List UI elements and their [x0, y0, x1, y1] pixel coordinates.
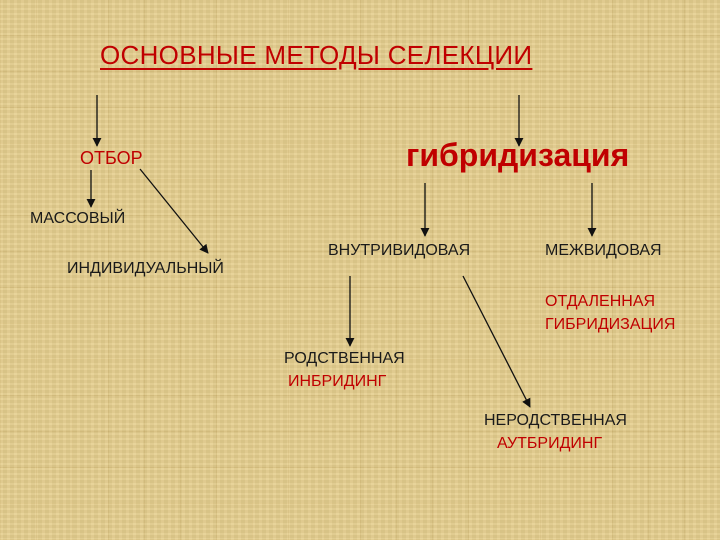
node-vnutrividovaya: ВНУТРИВИДОВАЯ [328, 242, 471, 259]
node-rodstvennaya: РОДСТВЕННАЯ [284, 350, 405, 367]
diagram-title: ОСНОВНЫЕ МЕТОДЫ СЕЛЕКЦИИ [100, 40, 533, 70]
node-otdalennaya-line1: ОТДАЛЕННАЯ [545, 293, 656, 310]
node-inbriding: ИНБРИДИНГ [288, 373, 387, 390]
node-individualny: ИНДИВИДУАЛЬНЫЙ [67, 260, 224, 277]
arrow-otbor-to-individualny [139, 168, 209, 254]
node-otbor: ОТБОР [80, 148, 143, 168]
node-gibridizatsiya: гибридизация [406, 137, 630, 173]
node-otdalennaya-line2: ГИБРИДИЗАЦИЯ [545, 316, 676, 333]
node-mezhvidovaya: МЕЖВИДОВАЯ [545, 242, 662, 259]
node-nerodstvennaya: НЕРОДСТВЕННАЯ [484, 412, 627, 429]
node-autbriding: АУТБРИДИНГ [497, 435, 603, 452]
node-massovy: МАССОВЫЙ [30, 210, 126, 227]
arrow-vnutri-to-nerodstvennaya [462, 275, 531, 408]
